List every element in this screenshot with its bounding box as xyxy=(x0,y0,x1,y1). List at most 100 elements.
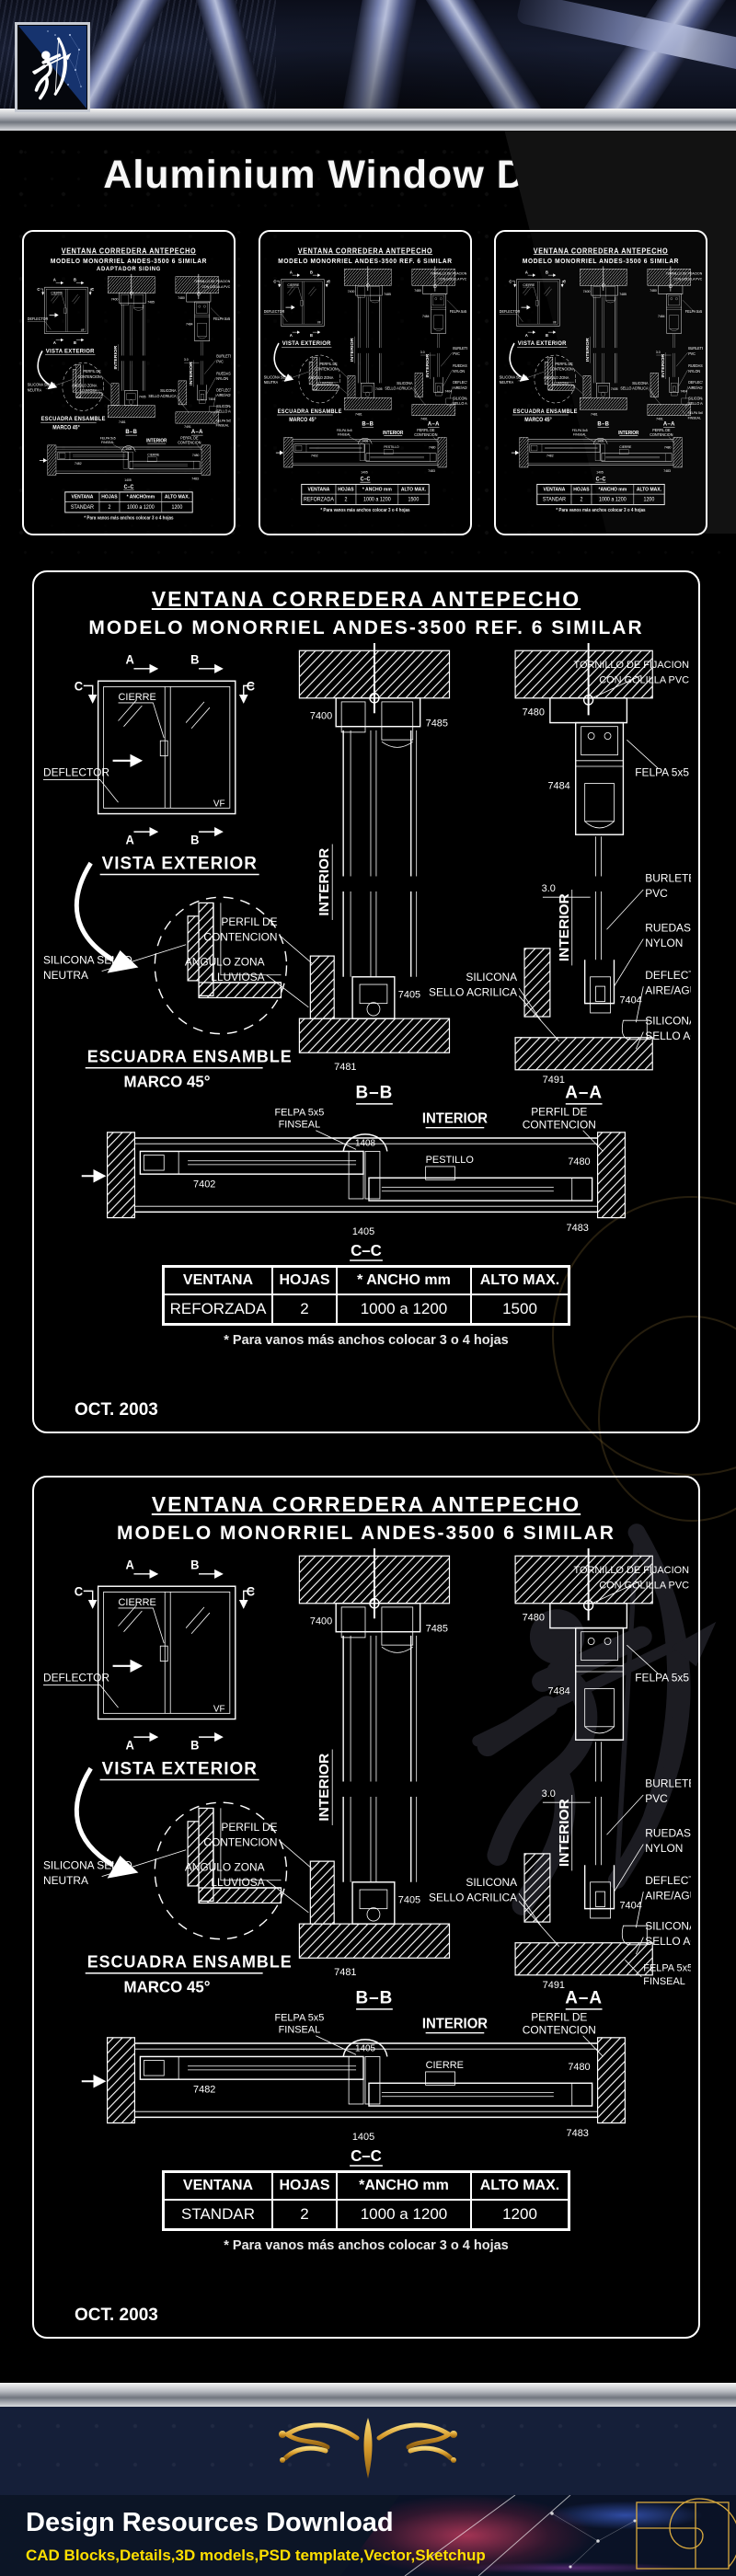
spec-table: VENTANA HOJAS *ANCHO mm ALTO MAX. STANDA… xyxy=(162,2170,570,2231)
interior-label: INTERIOR xyxy=(557,893,572,961)
svg-text:A: A xyxy=(125,1558,134,1571)
ref-label: 7402 xyxy=(311,454,318,457)
svg-text:SELLO ACRILICA: SELLO ACRILICA xyxy=(148,394,176,398)
sheet-date: OCT. 2003 xyxy=(75,2306,158,2325)
svg-text:SELLO ACRILICA: SELLO ACRILICA xyxy=(429,985,518,998)
section-caption-aa: A–A xyxy=(565,1083,603,1102)
spec-table-header-cell: *ANCHO mm xyxy=(337,2172,471,2200)
ref-label: 7402 xyxy=(193,1179,215,1190)
escuadra-caption: ESCUADRA ENSAMBLE xyxy=(513,409,578,415)
interior-label: INTERIOR xyxy=(422,2016,488,2031)
spec-table-header-cell: * ANCHO mm xyxy=(337,1267,471,1294)
ref-label: 7404 xyxy=(208,397,215,401)
cad-label-deflector-aire: DEFLECTOR xyxy=(645,1874,691,1887)
interior-label: INTERIOR xyxy=(618,431,639,436)
cad-label-perfil: PERFIL DE xyxy=(556,362,573,366)
section-caption-aa: A–A xyxy=(565,1988,603,2007)
spec-table-header-cell: ALTO MAX. xyxy=(471,1267,569,1294)
ref-label: 7400 xyxy=(583,290,591,293)
cad-label-angulo: ANGULO ZONA xyxy=(72,383,97,387)
hero-steel-photo xyxy=(0,0,736,109)
svg-text:SELLO ACRILICA: SELLO ACRILICA xyxy=(385,385,412,390)
corner-detail: SILICONA SELLO NEUTRA ESCUADRA ENSAMBLE … xyxy=(500,342,578,423)
spec-table-cell: 1200 xyxy=(633,494,665,505)
section-cc: FELPA 5x5 FINSEAL INTERIOR PERFIL DE CON… xyxy=(275,428,447,483)
spec-table-cell: 2 xyxy=(98,501,120,512)
spec-table: VENTANA HOJAS * ANCHO mm ALTO MAX. REFOR… xyxy=(301,483,430,506)
svg-text:LLUVIOSA: LLUVIOSA xyxy=(211,1876,265,1889)
spec-table-cell: 1000 a 1200 xyxy=(591,494,634,505)
svg-text:B: B xyxy=(546,333,548,338)
cad-label-angulo: ANGULO ZONA xyxy=(185,955,266,968)
escuadra-caption: ESCUADRA ENSAMBLE xyxy=(41,417,106,422)
spec-table-header-cell: ALTO MAX. xyxy=(633,484,665,495)
cad-label-tornillo: TORNILLO DE FIJACION xyxy=(574,1565,689,1576)
thumbnail-drawing-siding[interactable]: VENTANA CORREDERA ANTEPECHO MODELO MONOR… xyxy=(22,230,236,535)
ref-label: 7481 xyxy=(334,1062,356,1073)
interior-label: INTERIOR xyxy=(425,353,431,377)
thumbnail-drawing-standar[interactable]: VENTANA CORREDERA ANTEPECHO MODELO MONOR… xyxy=(494,230,707,535)
thumbnail-drawing-reforzada[interactable]: VENTANA CORREDERA ANTEPECHO MODELO MONOR… xyxy=(259,230,472,535)
svg-text:CON GOLILLA PVC: CON GOLILLA PVC xyxy=(202,285,231,289)
sheet-footnote: * Para vanos más anchos colocar 3 o 4 ho… xyxy=(224,2238,509,2253)
svg-text:C: C xyxy=(509,279,512,283)
svg-text:B: B xyxy=(546,270,548,274)
latch-label: CIERRE xyxy=(147,453,159,456)
section-caption-cc: C–C xyxy=(351,1241,382,1259)
section-caption-aa: A–A xyxy=(428,420,440,427)
spec-table-header-cell: HOJAS xyxy=(98,491,120,502)
cad-label-perfil: PERFIL DE xyxy=(320,362,338,366)
cad-sheet: VENTANA CORREDERA ANTEPECHO MODELO MONOR… xyxy=(496,247,706,534)
interior-label: INTERIOR xyxy=(189,362,194,385)
cad-label-deflector: DEFLECTOR xyxy=(43,1671,109,1684)
svg-text:NYLON: NYLON xyxy=(216,376,228,381)
cad-label-deflector: DEFLECTOR xyxy=(43,765,109,778)
ref-label: 7481 xyxy=(591,412,598,416)
cad-label-finseal: FELPA 5x5 xyxy=(100,436,116,440)
cad-label-silicona-neutra: SILICONA SELLO xyxy=(43,953,132,966)
spec-table-cell: 1500 xyxy=(471,1294,569,1324)
ref-label: 7491 xyxy=(543,1075,565,1086)
ref-label: 7484 xyxy=(658,315,665,318)
spec-table-header-cell: HOJAS xyxy=(272,1267,337,1294)
svg-text:AIRE/AGUA: AIRE/AGUA xyxy=(216,393,231,397)
dim-label: 3.0 xyxy=(184,358,189,362)
sheet-subtitle-2: ADAPTADOR SIDING xyxy=(97,265,161,272)
svg-text:MARCO 45°: MARCO 45° xyxy=(123,1977,210,1995)
dim-label: 3.0 xyxy=(542,883,556,894)
section-aa: TORNILLO DE FIJACION CON GOLILLA PVC 748… xyxy=(385,266,467,428)
svg-text:C: C xyxy=(75,1584,84,1598)
ref-label: 7481 xyxy=(334,1967,356,1978)
svg-text:MARCO 45°: MARCO 45° xyxy=(289,418,316,423)
ref-label: 7405 xyxy=(398,989,420,1000)
svg-text:FINSEAL: FINSEAL xyxy=(573,432,586,436)
section-aa: TORNILLO DE FIJACION CON GOLILLA PVC 748… xyxy=(148,273,231,436)
ref-label: 1408 xyxy=(355,1138,375,1148)
ref-label: 7400 xyxy=(348,290,355,293)
section-bb: 7400 7485 7405 7481 INTERIOR PERFIL DE C… xyxy=(72,273,155,436)
ref-label: 1408 xyxy=(362,439,368,443)
section-caption-bb: B–B xyxy=(356,1988,394,2007)
spec-table-header-cell: * ANCHOmm xyxy=(119,491,162,502)
svg-text:MARCO 45°: MARCO 45° xyxy=(123,1072,210,1090)
spec-table-cell: 1000 a 1200 xyxy=(119,501,162,512)
spec-table-header-cell: HOJAS xyxy=(272,2172,337,2200)
ref-label: 7484 xyxy=(186,322,193,326)
cad-label-ruedas: RUEDAS xyxy=(645,921,691,934)
ref-label: 7483 xyxy=(428,469,435,473)
svg-text:A: A xyxy=(125,1738,134,1752)
ref-label: 7491 xyxy=(420,418,428,421)
cad-label-burlete: BURLETE xyxy=(453,346,467,351)
cad-sheet: VENTANA CORREDERA ANTEPECHO MODELO MONOR… xyxy=(32,570,700,1433)
svg-text:NEUTRA: NEUTRA xyxy=(28,387,42,392)
svg-text:PVC: PVC xyxy=(216,359,224,363)
svg-text:NEUTRA: NEUTRA xyxy=(264,380,279,385)
svg-text:FELPA 5x5: FELPA 5x5 xyxy=(688,411,703,415)
svg-text:CON GOLILLA PVC: CON GOLILLA PVC xyxy=(599,674,689,685)
cad-label-ruedas: RUEDAS xyxy=(216,371,231,375)
section-cc: FELPA 5x5 FINSEAL INTERIOR PERFIL DE CON… xyxy=(81,2010,627,2167)
spec-table-cell: 1000 a 1200 xyxy=(337,1294,471,1324)
svg-text:NYLON: NYLON xyxy=(645,937,683,949)
svg-text:VF: VF xyxy=(213,799,225,809)
footer-subtitle: CAD Blocks,Details,3D models,PSD templat… xyxy=(26,2547,486,2564)
